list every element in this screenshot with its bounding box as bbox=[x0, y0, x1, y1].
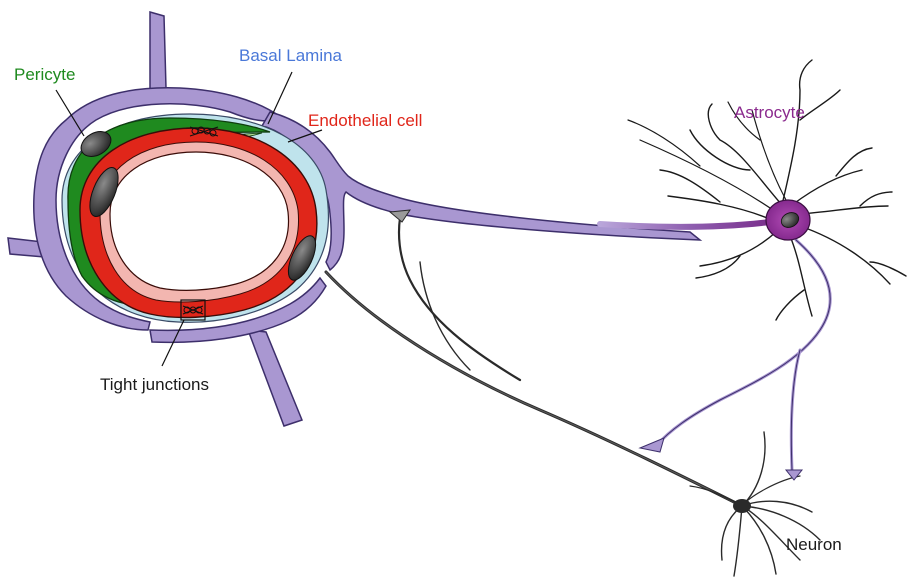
pericyte-label-text: Pericyte bbox=[14, 65, 75, 84]
basal-lamina-label: Basal Lamina bbox=[239, 47, 342, 64]
astrocyte-label: Astrocyte bbox=[734, 104, 805, 121]
right-foot bbox=[262, 112, 700, 270]
endothelial-cell-label-text: Endothelial cell bbox=[308, 111, 422, 130]
astrocyte-label-text: Astrocyte bbox=[734, 103, 805, 122]
neuron-label-text: Neuron bbox=[786, 535, 842, 554]
neuron-processes bbox=[326, 218, 820, 576]
pericyte-label: Pericyte bbox=[14, 66, 75, 83]
endothelial-cell-label: Endothelial cell bbox=[308, 112, 422, 129]
tight-junctions-label: Tight junctions bbox=[100, 376, 209, 393]
astrocyte-foot-bottom bbox=[640, 438, 664, 452]
top-foot-stalk bbox=[150, 12, 166, 96]
tight-junctions-label-text: Tight junctions bbox=[100, 375, 209, 394]
bottom-foot-stalk bbox=[248, 330, 302, 426]
vessel-lumen bbox=[110, 152, 289, 290]
endothelial-cell bbox=[80, 128, 321, 317]
neuron-soma bbox=[733, 499, 751, 513]
basal-lamina-label-text: Basal Lamina bbox=[239, 46, 342, 65]
neuron-label: Neuron bbox=[786, 536, 842, 553]
